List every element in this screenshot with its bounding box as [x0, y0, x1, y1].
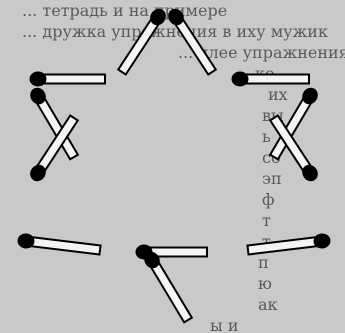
matchstick: [165, 6, 218, 76]
match-stick-body: [244, 75, 309, 84]
match-stick-body: [247, 237, 318, 254]
match-stick-body: [118, 18, 159, 75]
match-head: [232, 72, 249, 87]
matchstick: [116, 6, 169, 76]
match-stick-body: [42, 75, 105, 84]
matchstick: [247, 233, 331, 258]
matchstick: [141, 249, 194, 324]
match-stick-body: [174, 18, 215, 75]
match-head: [30, 72, 47, 87]
match-stick-body: [29, 237, 100, 254]
matchstick: [232, 72, 310, 87]
matchstick: [30, 72, 106, 87]
match-stick-body: [150, 261, 192, 322]
matchstick: [17, 233, 101, 258]
